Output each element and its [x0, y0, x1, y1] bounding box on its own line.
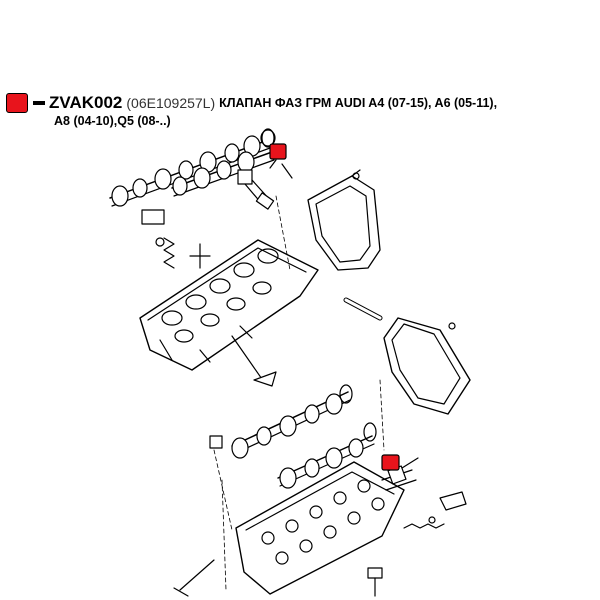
upper-valve	[231, 335, 277, 387]
part-description-line-1: КЛАПАН ФАЗ ГРМ AUDI A4 (07-15), A6 (05-1…	[219, 96, 498, 110]
upper-cylinder-head	[139, 239, 319, 371]
oem-number: (06E109257L)	[126, 95, 216, 111]
lower-cover	[343, 297, 471, 415]
upper-camshaft-intake	[171, 151, 275, 197]
leader-lines	[213, 195, 385, 591]
lower-cam-bearing	[209, 435, 223, 449]
upper-camshaft-exhaust	[109, 128, 275, 207]
lower-valve	[173, 559, 215, 597]
dash-icon	[33, 101, 45, 105]
lower-highlight-box	[381, 454, 400, 471]
camshaft-seal-ring	[260, 129, 276, 147]
lower-bolt	[367, 567, 383, 597]
upper-highlight-box	[269, 143, 287, 160]
lower-camshaft-1	[231, 384, 353, 459]
upper-valve-cover-gasket	[307, 169, 381, 271]
upper-valve-springs	[141, 209, 211, 269]
red-marker-icon	[6, 93, 28, 113]
part-code: ZVAK002	[49, 93, 123, 112]
lower-camshaft-2	[277, 422, 377, 489]
lower-cylinder-head	[235, 461, 405, 595]
upper-timing-valve	[237, 159, 293, 210]
lower-rocker-parts	[403, 491, 467, 529]
caption-line-1: ZVAK002(06E109257L)КЛАПАН ФАЗ ГРМ AUDI A…	[6, 93, 497, 113]
part-description-line-2: A8 (04-10),Q5 (08-..)	[54, 114, 171, 128]
